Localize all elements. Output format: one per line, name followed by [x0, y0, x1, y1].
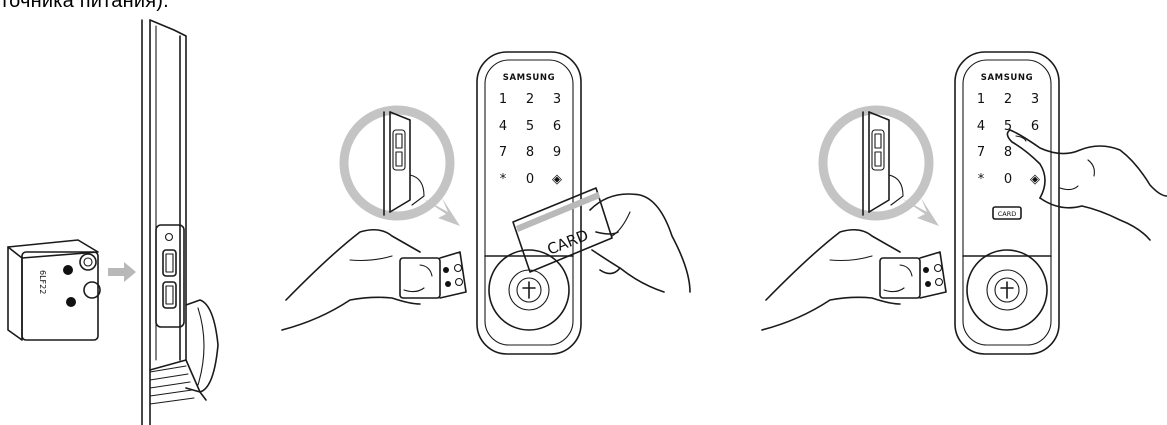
card-label: CARD	[545, 226, 591, 259]
key-7[interactable]: 7	[499, 145, 507, 160]
lock-front-body: SAMSUNG 1 2 3 4 5 6 7 8 9 * 0 ◈	[477, 52, 581, 354]
key-2[interactable]: 2	[526, 92, 534, 107]
key-9[interactable]: 9	[553, 145, 561, 160]
lock-side-body	[142, 20, 218, 425]
key-0-b[interactable]: 0	[1004, 172, 1012, 187]
key-4[interactable]: 4	[499, 119, 507, 134]
card-slot-label: CARD	[998, 210, 1017, 218]
key-2-b[interactable]: 2	[1004, 92, 1012, 107]
key-5[interactable]: 5	[526, 119, 534, 134]
hand-holding-battery	[282, 230, 466, 330]
key-star[interactable]: *	[500, 172, 507, 187]
code-unlock-panel: SAMSUNG 1 2 3 4 5 6 7 8 * 0 ◈ CARD	[762, 52, 1167, 354]
key-lock-b[interactable]: ◈	[1030, 172, 1040, 187]
key-3-b[interactable]: 3	[1031, 92, 1039, 107]
key-8-b[interactable]: 8	[1004, 145, 1012, 160]
key-3[interactable]: 3	[553, 92, 561, 107]
key-lock[interactable]: ◈	[552, 172, 562, 187]
battery-label: 6LF22	[38, 270, 47, 294]
insert-arrow	[108, 262, 136, 282]
key-1-b[interactable]: 1	[977, 92, 985, 107]
brand-logo: SAMSUNG	[503, 73, 555, 83]
lock-front-body-2: SAMSUNG 1 2 3 4 5 6 7 8 * 0 ◈ CARD	[955, 52, 1059, 354]
card-unlock-panel: SAMSUNG 1 2 3 4 5 6 7 8 9 * 0 ◈ CARD	[282, 52, 690, 354]
hand-holding-battery-2	[762, 230, 946, 330]
key-star-b[interactable]: *	[978, 172, 985, 187]
battery-insertion-panel: 6LF22	[8, 20, 218, 425]
key-0[interactable]: 0	[526, 172, 534, 187]
brand-logo-2: SAMSUNG	[981, 73, 1033, 83]
battery-9v: 6LF22	[8, 240, 100, 340]
key-8[interactable]: 8	[526, 145, 534, 160]
key-1[interactable]: 1	[499, 92, 507, 107]
key-7-b[interactable]: 7	[977, 145, 985, 160]
zoom-detail-circle	[344, 110, 460, 226]
card-in-hand: CARD	[513, 188, 690, 292]
zoom-detail-circle-2	[823, 110, 939, 226]
key-6-b[interactable]: 6	[1031, 119, 1039, 134]
key-6[interactable]: 6	[553, 119, 561, 134]
key-4-b[interactable]: 4	[977, 119, 985, 134]
